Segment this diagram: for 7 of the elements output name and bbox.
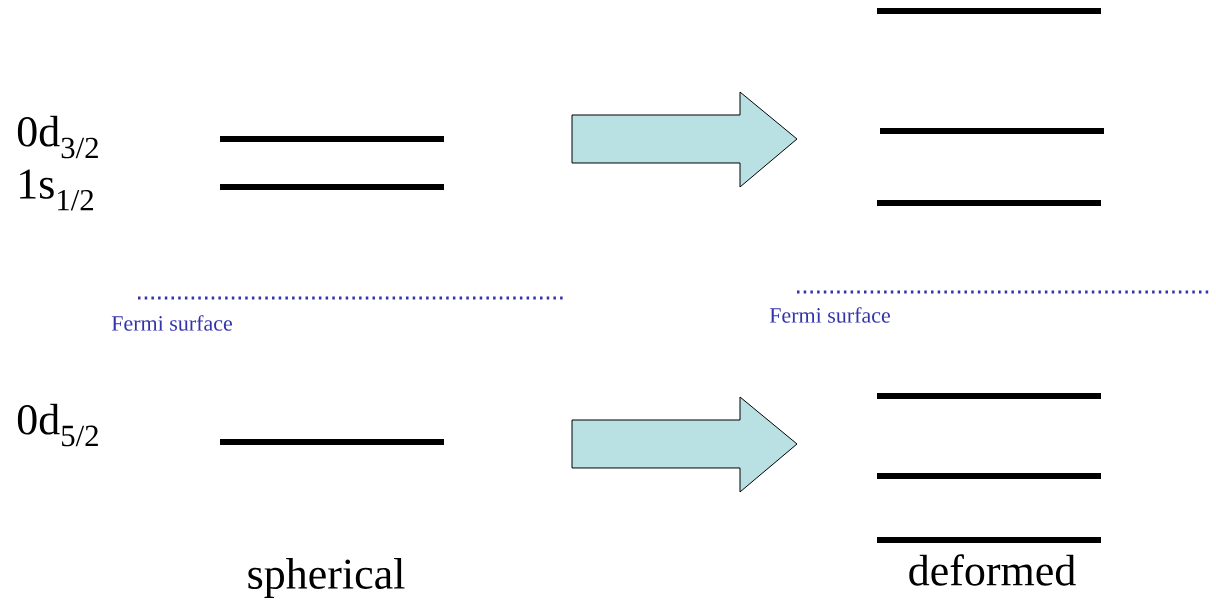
fermi-label: Fermi surface: [111, 315, 232, 331]
axis-caption: spherical: [248, 558, 405, 598]
level-label: 0d$_{3/2}$: [17, 115, 98, 159]
axis-caption: deformed: [909, 554, 1076, 586]
level-label: 0d$_{5/2}$: [17, 403, 98, 447]
level-label: 1s$_{1/2}$: [20, 169, 93, 211]
fermi-label: Fermi surface: [769, 307, 890, 323]
